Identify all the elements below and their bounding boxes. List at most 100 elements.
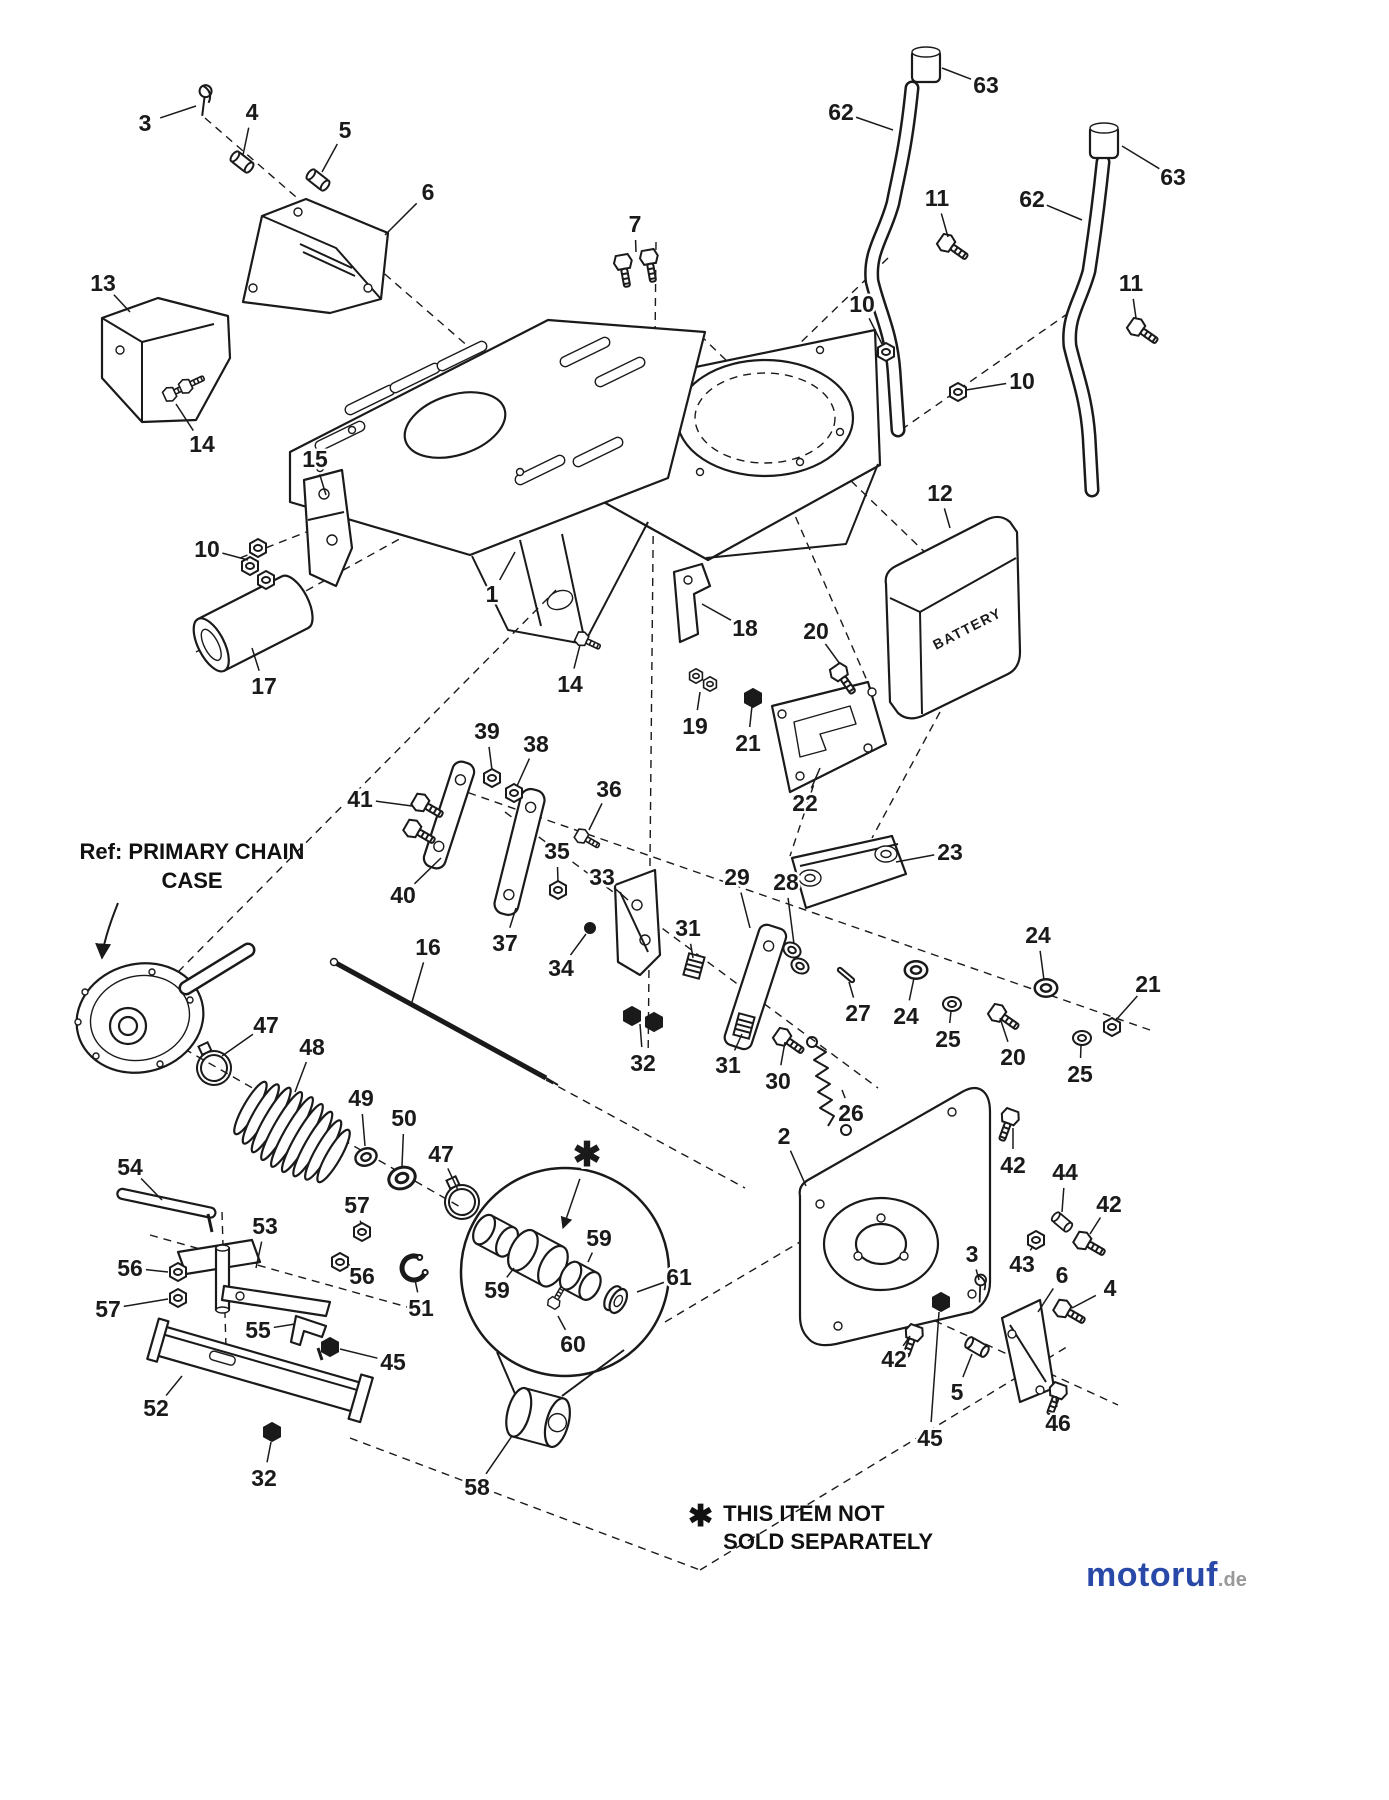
handle-tube-left: [864, 80, 920, 438]
callout-leader-42: [1089, 1217, 1102, 1235]
callout-leader-46: [1055, 1395, 1058, 1408]
callout-61: 61: [666, 1264, 692, 1290]
nut-fastener: [263, 1422, 281, 1442]
callout-leader-55: [273, 1323, 296, 1329]
frame-gussets: [471, 521, 649, 645]
callout-30: 30: [765, 1068, 791, 1094]
support-bracket-6: [241, 197, 390, 315]
nut-fastener: [249, 538, 267, 558]
roller-stack: [472, 1213, 629, 1315]
callout-55: 55: [245, 1317, 271, 1343]
callout-leader-2: [789, 1150, 807, 1187]
watermark-logo[interactable]: motoruf.de: [1086, 1556, 1247, 1595]
callout-leader-33: [613, 887, 629, 901]
callout-56: 56: [117, 1255, 143, 1281]
callout-leader-15: [318, 474, 327, 496]
callout-leader-63: [1121, 145, 1160, 170]
callout-23: 23: [937, 839, 963, 865]
note-line1: THIS ITEM NOT: [723, 1501, 885, 1526]
callout-37: 37: [492, 930, 518, 956]
angle-bracket-33: [613, 868, 662, 977]
bolt-fastener: [770, 1024, 809, 1060]
callout-leader-14: [175, 403, 194, 431]
callout-63: 63: [1160, 164, 1186, 190]
callout-59: 59: [484, 1277, 510, 1303]
rod-54: [116, 1187, 217, 1219]
callout-14: 14: [557, 671, 583, 697]
callout-56: 56: [349, 1263, 375, 1289]
callout-leader-38: [516, 758, 531, 787]
callout-leader-28: [787, 897, 795, 945]
callout-leader-44: [1061, 1187, 1065, 1213]
callout-✱: ✱: [573, 1136, 602, 1174]
callout-leader-3: [975, 1269, 980, 1281]
handle-grip-cap-right: [1088, 122, 1120, 160]
callout-4: 4: [246, 99, 259, 125]
washer-fastener: [942, 996, 962, 1012]
callout-leader-24: [908, 977, 915, 1001]
callout-leader-12: [943, 508, 951, 529]
ref-note: Ref: PRIMARY CHAIN CASE: [52, 838, 332, 895]
callout-28: 28: [773, 869, 799, 895]
callout-24: 24: [893, 1003, 919, 1029]
callout-leader-26: [841, 1089, 846, 1099]
callout-1: 1: [486, 581, 499, 607]
callout-48: 48: [299, 1034, 325, 1060]
nut-fastener: [331, 1252, 349, 1272]
callout-58: 58: [464, 1474, 490, 1500]
nut-fastener: [549, 880, 567, 900]
spacer-fastener: [303, 166, 333, 194]
callout-11: 11: [925, 185, 950, 211]
callout-46: 46: [1045, 1410, 1071, 1436]
callout-leader-56: [145, 1268, 169, 1273]
channel-bar-52: [146, 1317, 374, 1424]
nut-fastener: [1027, 1230, 1045, 1250]
callout-leader-47: [447, 1168, 459, 1191]
callout-14: 14: [189, 431, 215, 457]
callout-leader-11: [1132, 298, 1137, 319]
ref-note-arrow: [95, 902, 119, 960]
callout-leader-39: [488, 746, 493, 771]
nut-fastener: [932, 1292, 950, 1312]
callout-leader-32: [639, 1023, 643, 1048]
dot-fastener: [584, 922, 596, 934]
callout-57: 57: [95, 1296, 121, 1322]
callout-leader-56: [347, 1263, 351, 1267]
callout-leader-45: [930, 1311, 940, 1423]
callout-leader-3: [159, 105, 197, 119]
callout-10: 10: [194, 536, 220, 562]
callout-leader-40: [413, 857, 442, 885]
callout-19: 19: [682, 713, 708, 739]
callout-34: 34: [548, 955, 574, 981]
callout-44: 44: [1052, 1159, 1078, 1185]
callout-5: 5: [951, 1379, 964, 1405]
callout-leader-41: [375, 800, 413, 807]
callout-leader-49: [361, 1113, 366, 1147]
callout-leader-57: [359, 1220, 362, 1225]
extension-spring-26: [806, 1036, 852, 1136]
not-sold-separately-note: ✱ THIS ITEM NOT SOLD SEPARATELY: [688, 1500, 933, 1555]
callout-leader-51: [414, 1279, 419, 1293]
callout-47: 47: [253, 1012, 279, 1038]
callout-45: 45: [917, 1425, 943, 1451]
callout-32: 32: [630, 1050, 656, 1076]
callout-leader-5: [962, 1353, 973, 1378]
callout-leader-30: [780, 1041, 786, 1066]
watermark-brand: motoruf: [1086, 1556, 1218, 1594]
bolt-fastener: [611, 252, 638, 290]
callout-2: 2: [778, 1123, 791, 1149]
spacer-fastener: [1049, 1210, 1075, 1234]
callout-leader-34: [569, 933, 587, 956]
callout-leader-6: [384, 202, 418, 236]
callout-3: 3: [139, 110, 152, 136]
callout-leader-10: [222, 552, 249, 561]
callout-leader-62: [1046, 204, 1083, 221]
detail-inset: [459, 1166, 671, 1397]
callout-leader-27: [848, 981, 855, 998]
callout-54: 54: [117, 1154, 143, 1180]
support-bracket-6-lower: [1000, 1298, 1056, 1404]
callout-49: 49: [348, 1085, 374, 1111]
nut-fastener: [505, 783, 523, 803]
callout-18: 18: [732, 615, 758, 641]
rod-54-pin: [206, 1213, 214, 1233]
